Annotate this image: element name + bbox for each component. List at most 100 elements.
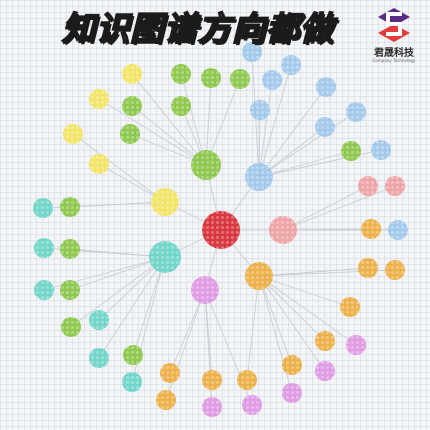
graph-node-texture [201, 68, 221, 88]
graph-node [316, 77, 336, 97]
graph-node-texture [61, 317, 81, 337]
graph-node-texture [160, 363, 180, 383]
graph-node [371, 140, 391, 160]
graph-node [122, 372, 142, 392]
graph-link [131, 105, 207, 166]
graph-node [358, 258, 378, 278]
graph-node-texture [122, 64, 142, 84]
graph-node-texture [34, 238, 54, 258]
graph-node [149, 241, 181, 273]
graph-link [258, 86, 327, 178]
graph-node [122, 64, 142, 84]
graph-node [89, 348, 109, 368]
graph-node [160, 363, 180, 383]
graph-node-texture [262, 70, 282, 90]
graph-node-texture [341, 141, 361, 161]
graph-node-texture [316, 77, 336, 97]
brand-name: 君晟科技 [374, 48, 414, 59]
graph-node-texture [340, 297, 360, 317]
graph-node-center [202, 211, 240, 249]
graph-link [205, 78, 241, 166]
graph-node [361, 219, 381, 239]
graph-node-texture [245, 163, 273, 191]
graph-link [258, 275, 351, 308]
graph-link [258, 111, 357, 178]
graph-node [63, 124, 83, 144]
graph-node-texture [385, 260, 405, 280]
graph-node-texture [282, 355, 302, 375]
graph-node-texture [89, 348, 109, 368]
graph-node [281, 55, 301, 75]
graph-node [202, 397, 222, 417]
graph-node-texture [156, 390, 176, 410]
graph-link [258, 275, 357, 346]
graph-link [131, 73, 207, 166]
graph-link [258, 275, 293, 394]
graph-node-texture [60, 239, 80, 259]
graph-node-texture [202, 211, 240, 249]
graph-node [315, 361, 335, 381]
graph-node [122, 96, 142, 116]
graph-node [269, 216, 297, 244]
graph-node [341, 141, 361, 161]
graph-node-texture [191, 150, 221, 180]
graph-node-texture [60, 280, 80, 300]
graph-node [262, 70, 282, 90]
headline: 知识图谱方向都做 [61, 8, 334, 49]
graph-node [89, 154, 109, 174]
graph-nodes [33, 42, 408, 417]
graph-link [258, 275, 326, 342]
graph-node [385, 260, 405, 280]
graph-node [60, 280, 80, 300]
graph-node [346, 335, 366, 355]
graph-node-texture [122, 96, 142, 116]
graph-node-texture [269, 216, 297, 244]
graph-link [169, 289, 206, 374]
graph-node-texture [315, 331, 335, 351]
graph-link [180, 73, 207, 166]
graph-node-texture [388, 220, 408, 240]
graph-link [282, 185, 396, 231]
graph-node-texture [123, 345, 143, 365]
graph-node [237, 370, 257, 390]
graph-link [258, 64, 292, 178]
graph-node-texture [358, 258, 378, 278]
graph-node [388, 220, 408, 240]
graph-link [258, 150, 352, 178]
graph-node-texture [250, 100, 270, 120]
graph-node-texture [242, 42, 262, 62]
graph-node [315, 117, 335, 137]
graph-node-texture [237, 370, 257, 390]
brand-s-icon [378, 8, 410, 42]
graph-node-texture [202, 397, 222, 417]
graph-node [242, 395, 262, 415]
graph-node-texture [89, 310, 109, 330]
graph-node-texture [315, 117, 335, 137]
graph-node-texture [315, 361, 335, 381]
graph-node [191, 150, 221, 180]
graph-node [358, 176, 378, 196]
graph-node-texture [282, 383, 302, 403]
graph-node-texture [281, 55, 301, 75]
graph-node [171, 96, 191, 116]
graph-node [346, 102, 366, 122]
graph-node [202, 370, 222, 390]
graph-node [61, 317, 81, 337]
graph-node [282, 355, 302, 375]
graph-node-texture [171, 64, 191, 84]
graph-node [230, 69, 250, 89]
graph-link [282, 185, 369, 231]
graph-link [258, 275, 293, 366]
graph-node-texture [89, 154, 109, 174]
graph-link [72, 133, 166, 203]
graph-node-texture [371, 140, 391, 160]
graph-node [242, 42, 262, 62]
graph-link [70, 256, 166, 328]
graph-node [60, 239, 80, 259]
graph-node-texture [358, 176, 378, 196]
graph-node-texture [242, 395, 262, 415]
graph-node-texture [245, 262, 273, 290]
graph-node-texture [63, 124, 83, 144]
graph-node [385, 176, 405, 196]
